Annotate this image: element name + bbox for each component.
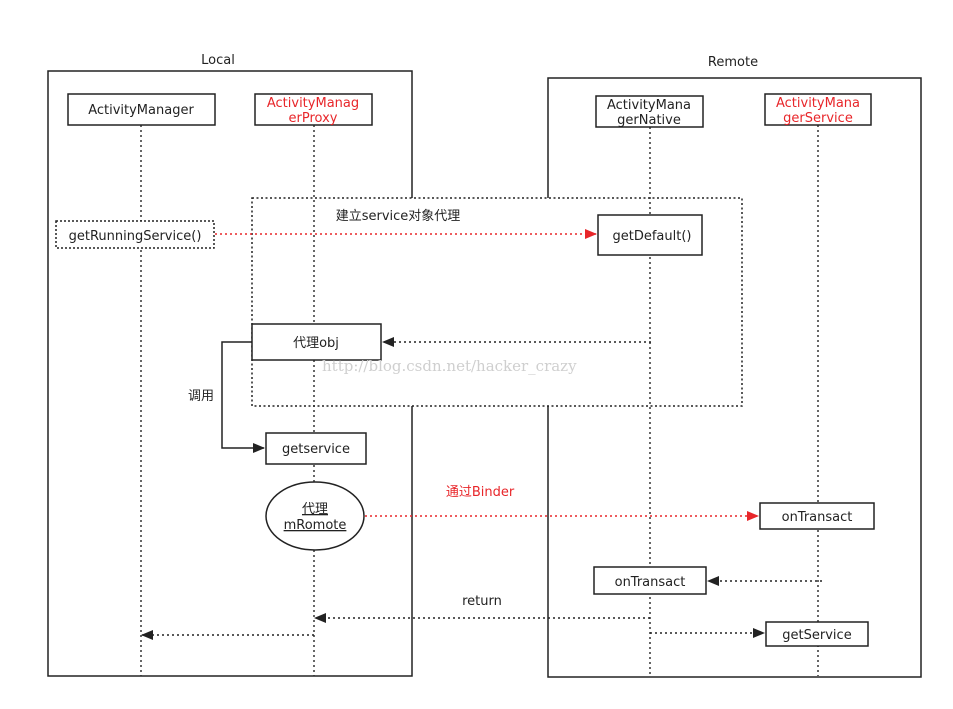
- return-label: return: [462, 594, 502, 609]
- header-activity-manager-service: ActivityMana gerService: [764, 93, 872, 126]
- get-service-remote-label: getService: [782, 628, 851, 643]
- getservice-local-box: getservice: [265, 432, 367, 465]
- get-running-service-label: getRunningService(): [69, 229, 202, 244]
- header-native-label-line2: gerNative: [617, 113, 681, 128]
- proxy-obj-box: 代理obj: [251, 323, 382, 361]
- header-proxy-label-line2: erProxy: [289, 111, 338, 126]
- header-service-label-line2: gerService: [783, 111, 853, 126]
- invoke-connector: [221, 341, 265, 453]
- mremote-label-line1: 代理: [302, 502, 328, 517]
- invoke-label: 调用: [188, 389, 214, 404]
- header-native-label-line1: ActivityMana: [607, 98, 691, 113]
- get-default-label: getDefault(): [613, 229, 692, 244]
- on-transact-native-box: onTransact: [593, 566, 707, 595]
- get-default-box: getDefault(): [597, 214, 703, 256]
- header-activity-manager: ActivityManager: [67, 93, 216, 126]
- header-activity-manager-native: ActivityMana gerNative: [595, 95, 704, 128]
- local-group-title: Local: [201, 53, 235, 68]
- on-transact-service-box: onTransact: [759, 502, 875, 530]
- on-transact-service-label: onTransact: [782, 510, 853, 525]
- header-proxy-label-line1: ActivityManag: [267, 96, 359, 111]
- watermark-text: http://blog.csdn.net/hacker_crazy: [322, 357, 577, 375]
- mremote-node: 代理 mRomote: [265, 481, 365, 551]
- header-activity-manager-proxy: ActivityManag erProxy: [254, 93, 373, 126]
- build-proxy-label: 建立service对象代理: [336, 209, 461, 224]
- proxy-obj-label: 代理obj: [293, 336, 339, 351]
- remote-group-title: Remote: [708, 55, 758, 70]
- header-activity-manager-label: ActivityManager: [88, 103, 194, 118]
- getservice-local-label: getservice: [282, 442, 350, 457]
- mremote-label-line2: mRomote: [284, 518, 347, 533]
- get-running-service-box: getRunningService(): [55, 220, 215, 249]
- get-service-remote-box: getService: [765, 621, 869, 647]
- via-binder-label: 通过Binder: [446, 485, 515, 500]
- header-service-label-line1: ActivityMana: [776, 96, 860, 111]
- on-transact-native-label: onTransact: [615, 575, 686, 590]
